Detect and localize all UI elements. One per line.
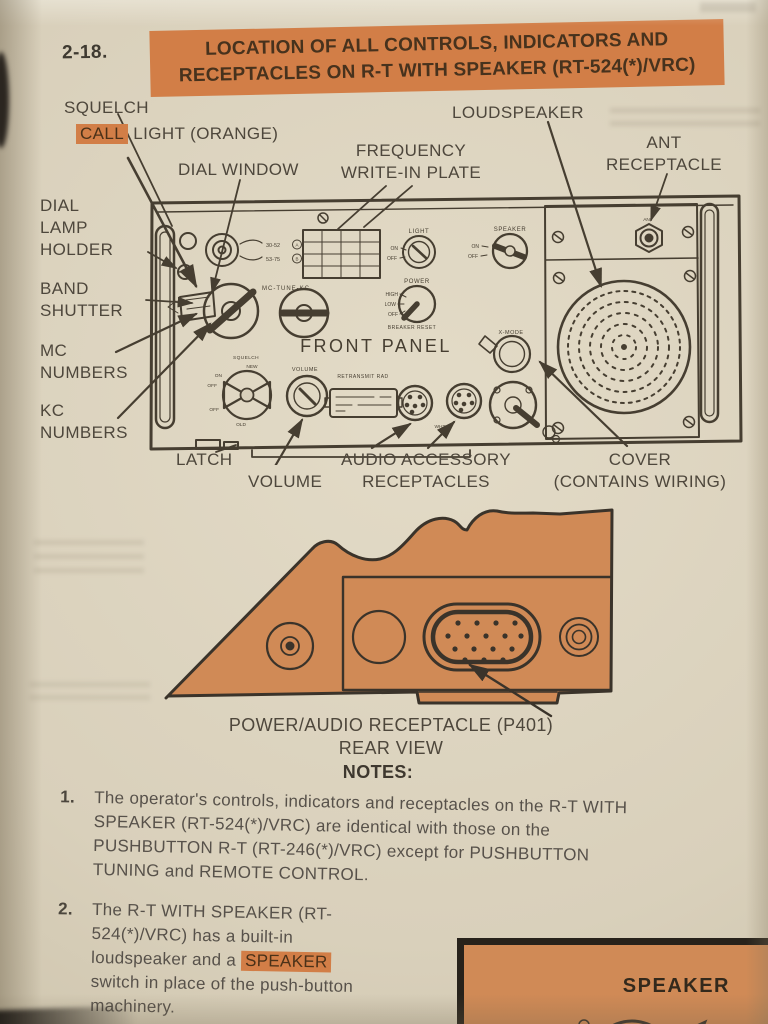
callout-squelch: SQUELCH [64, 98, 149, 117]
ant-small-label: ANT [643, 217, 653, 223]
breaker-reset-label: BREAKER RESET [388, 325, 436, 331]
frequency-write-in-plate [302, 229, 381, 279]
light-on-label: ON [391, 246, 399, 252]
callout-latch: LATCH [176, 450, 233, 469]
callout-ant-receptacle: ANT RECEPTACLE [605, 133, 723, 175]
volume-knob [285, 374, 329, 418]
power-off-label: OFF [388, 312, 398, 318]
note-item-1: 1. The operator's controls, indicators a… [59, 785, 761, 895]
figure-caption: POWER/AUDIO RECEPTACLE (P401) REAR VIEW [228, 715, 554, 759]
panel-case-outline [149, 194, 743, 451]
speaker-off-label: OFF [468, 254, 478, 260]
panel-screws [317, 212, 697, 435]
right-handle [699, 202, 720, 424]
front-panel-label: FRONT PANEL [300, 336, 452, 356]
callout-band-shutter: BAND SHUTTER [40, 279, 124, 321]
callout-dial-window: DIAL WINDOW [178, 160, 299, 179]
retransmit-plate [324, 388, 403, 418]
speaker-inset-box: SPEAKER [457, 938, 768, 1024]
light-off-label: OFF [387, 256, 397, 262]
connector-pins [445, 620, 524, 663]
left-handle [154, 224, 176, 430]
speaker-switch [480, 232, 529, 270]
volume-small-label: VOLUME [292, 367, 318, 373]
page-title: LOCATION OF ALL CONTROLS, INDICATORS AND… [149, 18, 725, 98]
photo-corner-shadow [0, 1005, 138, 1024]
callout-kc-numbers: KC NUMBERS [40, 401, 128, 443]
band-b-label: 53-75 [266, 257, 280, 263]
call-light-lamp [179, 232, 197, 250]
squelch-off2-label: OFF [209, 407, 219, 413]
callout-arrows [114, 113, 668, 465]
x-mode-knob [478, 334, 532, 374]
receptacle-details [265, 575, 612, 718]
ant-control-knob [488, 380, 561, 444]
squelch-new-label: NEW [246, 364, 258, 370]
callout-volume: VOLUME [248, 472, 323, 491]
audio-receptacle-1 [396, 384, 434, 422]
call-highlight: CALL [76, 124, 129, 144]
band-a-id: A [295, 243, 298, 248]
band-a-label: 30-52 [266, 243, 280, 249]
loudspeaker-grille [556, 279, 692, 415]
latch-part [195, 439, 239, 450]
callout-audio-accessory: AUDIO ACCESSORY RECEPTACLES [340, 450, 512, 492]
note-2-text: The R-T WITH SPEAKER (RT-524(*)/VRC) has… [90, 897, 364, 1023]
bleed-through-text [30, 682, 150, 702]
squelch-off-label: OFF [207, 383, 217, 389]
front-panel-drawing: 30-52 A 53-75 B MC-TUNE-KC LIGH [114, 113, 743, 465]
notes-heading: NOTES: [342, 762, 414, 782]
mc-tune-kc-label: MC-TUNE-KC [262, 286, 310, 292]
bleed-through-text [34, 540, 144, 574]
band-b-id: B [295, 257, 298, 262]
power-low-label: LOW [385, 302, 397, 308]
callout-frequency-plate: FREQUENCY WRITE-IN PLATE [340, 141, 482, 183]
wht-label: WHT [435, 424, 446, 430]
squelch-old-label: OLD [236, 422, 246, 428]
speaker-on-label: ON [472, 244, 480, 250]
audio-receptacle-2 [445, 382, 483, 420]
squelch-small-label: SQUELCH [233, 355, 259, 361]
speaker-switch-label: SPEAKER [494, 227, 527, 233]
section-number: 2-18. [61, 41, 108, 64]
retransmit-label: RETRANSMIT RAD [337, 374, 388, 380]
callout-dial-lamp-holder: DIAL LAMP HOLDER [40, 196, 114, 260]
callout-call-light: CALL LIGHT (ORANGE) [76, 123, 278, 145]
cover-blob-shape [164, 508, 614, 705]
squelch-control-knob [221, 369, 273, 421]
power-high-label: HIGH [386, 292, 399, 298]
callout-mc-numbers: MC NUMBERS [40, 341, 128, 383]
call-light-rest: LIGHT (ORANGE) [133, 124, 279, 143]
power-knob [397, 284, 437, 324]
photo-edge-artifact [0, 52, 9, 148]
note-1-number: 1. [60, 787, 76, 807]
light-switch [399, 235, 436, 269]
light-switch-label: LIGHT [409, 229, 430, 235]
note-2-speaker-highlight: SPEAKER [240, 950, 332, 973]
callout-loudspeaker: LOUDSPEAKER [452, 103, 584, 122]
mc-tune-knob [202, 282, 260, 340]
ant-receptacle-part [635, 223, 663, 253]
kc-tune-knob [278, 287, 330, 339]
note-1-text: The operator's controls, indicators and … [92, 787, 628, 885]
speaker-inset-knob [578, 1019, 708, 1024]
speaker-inset-label: SPEAKER [622, 975, 730, 997]
power-knob-label: POWER [404, 279, 430, 285]
callout-cover: COVER (CONTAINS WIRING) [553, 450, 727, 492]
note-2-number: 2. [57, 898, 74, 919]
dial-window-part [167, 291, 216, 322]
bleed-through-text [700, 2, 756, 12]
squelch-on-label: ON [215, 373, 223, 379]
x-mode-label: X-MODE [499, 330, 524, 336]
power-audio-receptacle-figure [164, 508, 614, 718]
